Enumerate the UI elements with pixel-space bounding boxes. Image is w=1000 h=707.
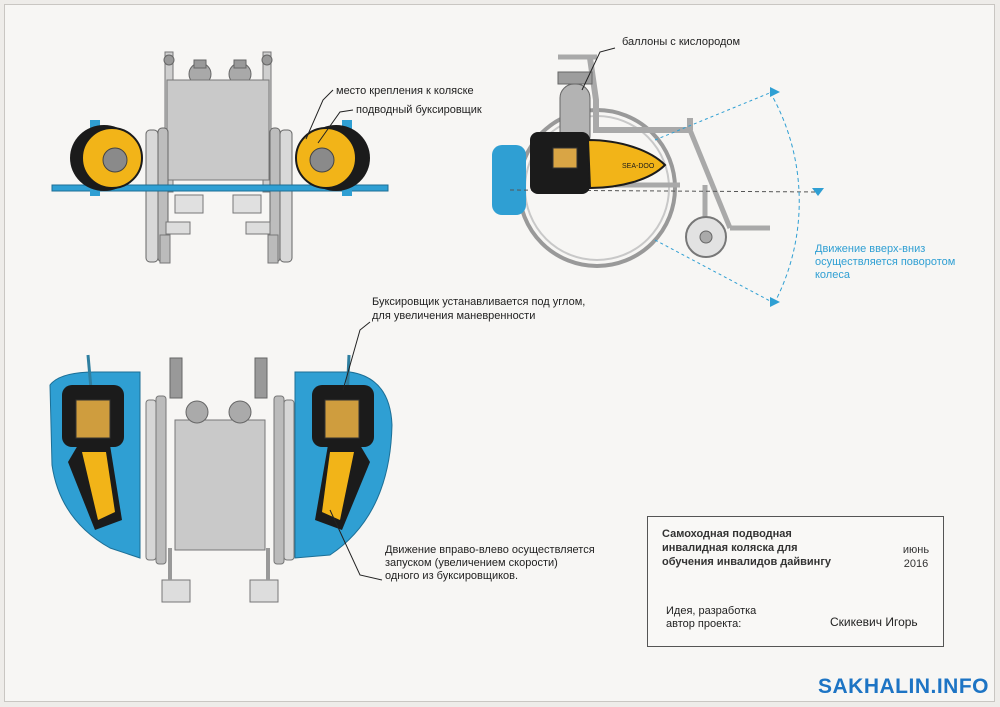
label-lr-1: Движение вправо-влево осуществляется <box>385 544 595 556</box>
date-year: 2016 <box>903 558 929 570</box>
scooter-front-left <box>70 125 143 191</box>
label-lr-3: одного из буксировщиков. <box>385 570 519 582</box>
leader-lr <box>329 509 383 581</box>
top-view <box>49 321 393 603</box>
project-title: Самоходная подводная инвалидная коляска … <box>662 527 872 569</box>
label-angle-1: Буксировщик устанавливается под углом, <box>372 296 586 308</box>
title-line-3: обучения инвалидов дайвингу <box>662 556 832 568</box>
scooter-top-left <box>62 385 124 530</box>
title-block: Самоходная подводная инвалидная коляска … <box>647 516 944 647</box>
idea-label: Идея, разработка автор проекта: <box>666 605 756 631</box>
leader-scooter <box>317 109 354 144</box>
front-wheel-left <box>145 129 159 263</box>
seat-back <box>166 79 270 181</box>
scooter-side: SEA-DOO <box>530 132 667 194</box>
label-updown-2: осуществляется поворотом <box>815 256 956 268</box>
date-month: июнь <box>902 544 930 556</box>
label-updown-1: Движение вверх-вниз <box>815 243 926 255</box>
seat-top <box>174 419 266 551</box>
footrest-left <box>165 221 191 235</box>
mount-bar <box>51 184 389 192</box>
leader-oxygen <box>581 47 616 91</box>
leader-mount <box>305 89 334 140</box>
footrest-right <box>245 221 271 235</box>
leader-angle <box>342 321 371 391</box>
side-frame <box>587 57 690 133</box>
label-oxygen: баллоны с кислородом <box>622 36 741 48</box>
idea-line-2: автор проекта: <box>666 618 742 630</box>
side-mount-plate <box>492 145 526 215</box>
label-mount: место крепления к коляске <box>336 85 474 97</box>
scooter-front-right <box>295 125 370 191</box>
date: июнь 2016 <box>896 543 936 571</box>
rotation-arc <box>769 91 800 303</box>
title-line-2: инвалидная коляска для <box>662 542 798 554</box>
title-line-1: Самоходная подводная <box>662 528 792 540</box>
label-updown-3: колеса <box>815 269 850 281</box>
front-view <box>51 51 389 264</box>
scooter-logo: SEA-DOO <box>622 163 655 170</box>
brand-watermark: SAKHALIN.INFO <box>818 675 989 698</box>
author-name: Скикевич Игорь <box>830 615 918 629</box>
idea-line-1: Идея, разработка <box>666 605 757 617</box>
label-scooter: подводный буксировщик <box>356 104 482 116</box>
label-angle-2: для увеличения маневренности <box>372 310 536 322</box>
scooter-top-right <box>312 385 374 530</box>
side-view: SEA-DOO <box>492 47 824 307</box>
label-lr-2: запуском (увеличением скорости) <box>385 557 558 569</box>
